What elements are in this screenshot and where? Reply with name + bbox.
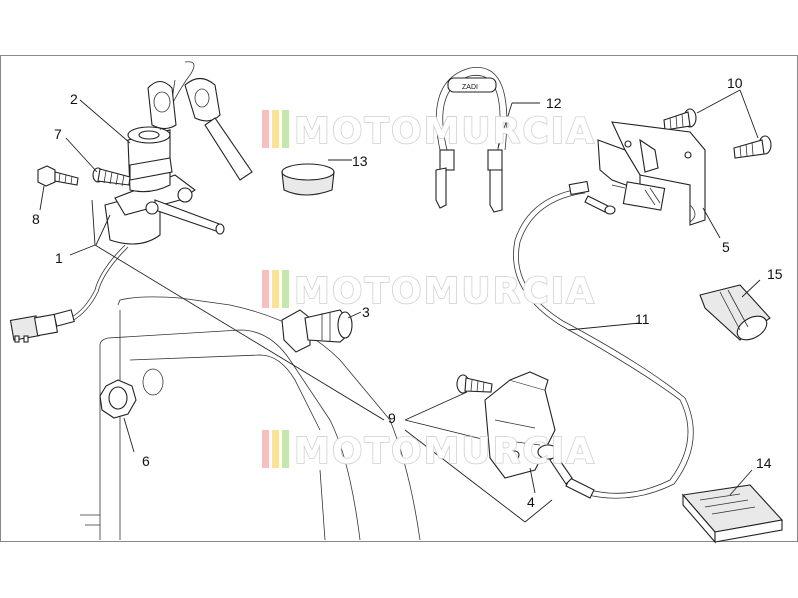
- callout-4: 4: [527, 494, 535, 510]
- callout-10: 10: [727, 75, 743, 91]
- svg-text:MOTOMURCIA: MOTOMURCIA: [294, 431, 596, 472]
- callout-2: 2: [70, 91, 78, 107]
- leader-lines: [39, 89, 761, 523]
- part-8-bolt: [37, 165, 79, 187]
- callout-15: 15: [767, 266, 783, 282]
- key-brand-label: ZADI: [462, 84, 478, 91]
- part-15-rubber-sleeve: [699, 284, 771, 341]
- callout-11: 11: [635, 311, 650, 327]
- watermark-middle: MOTOMURCIA: [262, 270, 596, 313]
- callout-13: 13: [352, 153, 368, 169]
- svg-text:MOTOMURCIA: MOTOMURCIA: [294, 111, 596, 152]
- callout-6: 6: [142, 453, 150, 469]
- part-9-screw: [456, 374, 493, 394]
- part-11-cable: [513, 180, 694, 499]
- callout-9: 9: [388, 410, 396, 426]
- callout-12: 12: [546, 95, 562, 111]
- part-10-screws: [663, 108, 772, 159]
- callout-8: 8: [32, 211, 40, 227]
- svg-text:MOTOMURCIA: MOTOMURCIA: [294, 271, 596, 312]
- part-1-ignition-switch: [9, 174, 225, 343]
- callout-7: 7: [54, 126, 62, 142]
- part-5-latch-bracket: [597, 121, 706, 226]
- callout-labels: 1 2 3 4 5 6 7 8 9 10 11 12 13 14 15: [32, 75, 783, 510]
- watermark-bottom: MOTOMURCIA: [262, 430, 596, 473]
- part-6-hex-nut: [99, 379, 137, 419]
- callout-1: 1: [55, 250, 63, 266]
- part-2-lock-cylinder-and-keys: [127, 61, 253, 193]
- part-13-rubber-ring: [281, 163, 335, 196]
- watermark-top: MOTOMURCIA: [262, 110, 596, 153]
- part-4-lock-housing: [484, 371, 559, 479]
- part-3-actuator: [281, 309, 353, 353]
- callout-14: 14: [756, 455, 772, 471]
- body-panel-outline: [80, 296, 421, 541]
- part-12-key-blanks: ZADI: [435, 66, 508, 213]
- callout-3: 3: [362, 304, 370, 320]
- part-14-manual-booklet: [681, 484, 784, 544]
- callout-5: 5: [722, 239, 730, 255]
- part-7-screw: [92, 167, 131, 187]
